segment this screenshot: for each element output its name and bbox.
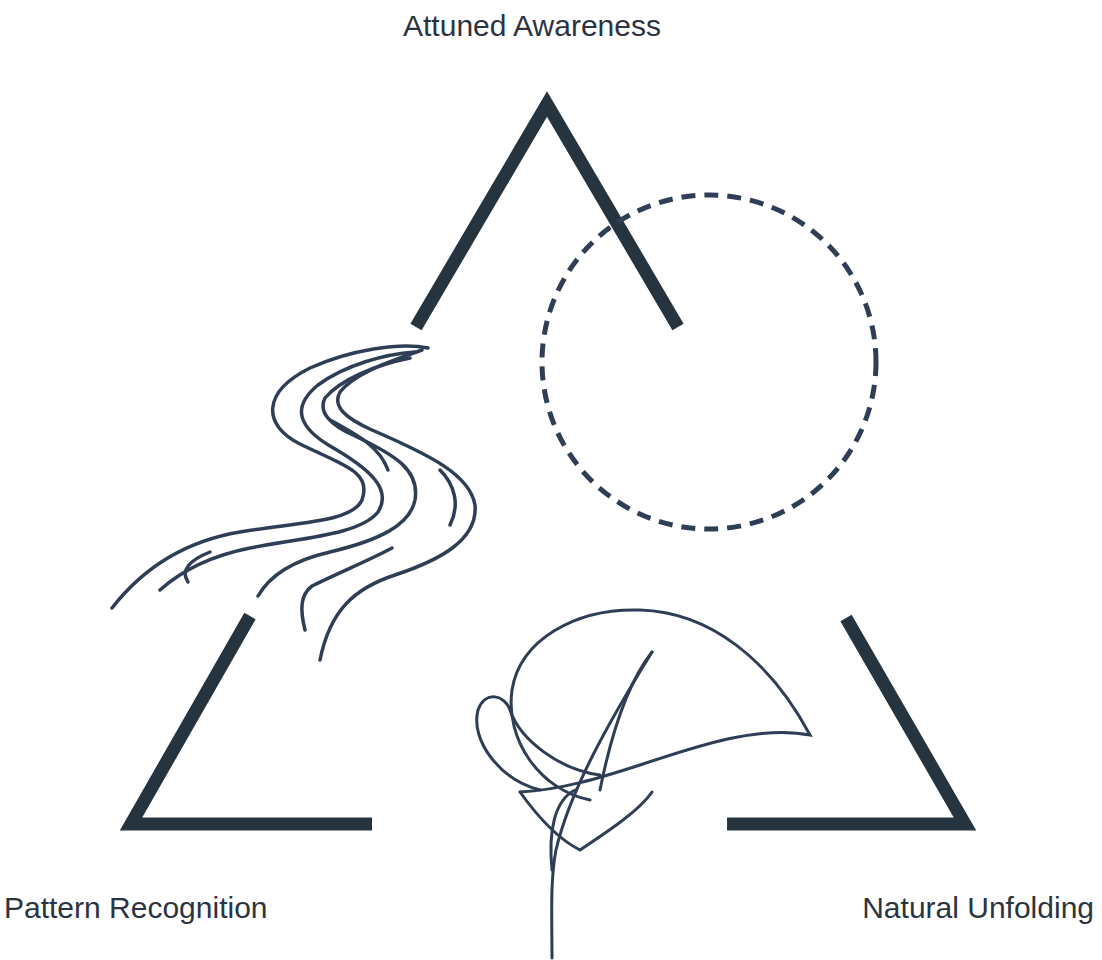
river (112, 346, 475, 660)
corner-label: Pattern Recognition (4, 890, 268, 926)
triangle-top (416, 104, 678, 327)
plant-sketch (477, 610, 810, 958)
triangle-left (131, 616, 372, 824)
triangle-frame (131, 104, 965, 824)
dashed-circle (542, 195, 876, 529)
corner-label: Natural Unfolding (862, 890, 1094, 926)
corner-label: Attuned Awareness (403, 8, 661, 44)
triangle-right (727, 618, 965, 824)
